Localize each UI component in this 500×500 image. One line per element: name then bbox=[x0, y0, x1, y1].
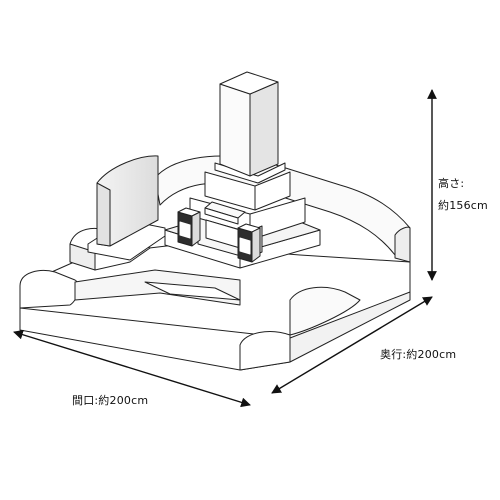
front-left-post bbox=[19, 270, 80, 309]
height-value-label: 約156cm bbox=[438, 199, 488, 212]
monument-upright bbox=[214, 71, 286, 184]
height-title-label: 高さ: bbox=[438, 177, 465, 190]
flower-vase-right bbox=[237, 223, 261, 263]
flower-vase-left bbox=[177, 207, 201, 247]
front-steps bbox=[74, 269, 241, 306]
depth-label: 奥行:約200cm bbox=[380, 348, 457, 361]
epitaph-tablet bbox=[87, 155, 166, 261]
depth-arrow bbox=[271, 296, 433, 394]
width-label: 間口:約200cm bbox=[72, 394, 149, 407]
width-arrow bbox=[13, 329, 251, 408]
